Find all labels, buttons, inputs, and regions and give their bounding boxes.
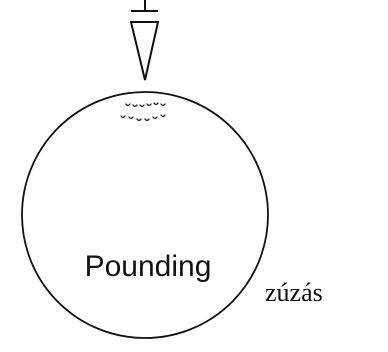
pounding-label: Pounding [85, 250, 212, 283]
caption-label: zúzás [265, 280, 323, 306]
pestle-icon [131, 0, 158, 80]
pestle-tip [131, 22, 158, 80]
fruit-circle [22, 92, 268, 338]
impact-marks [121, 103, 165, 121]
